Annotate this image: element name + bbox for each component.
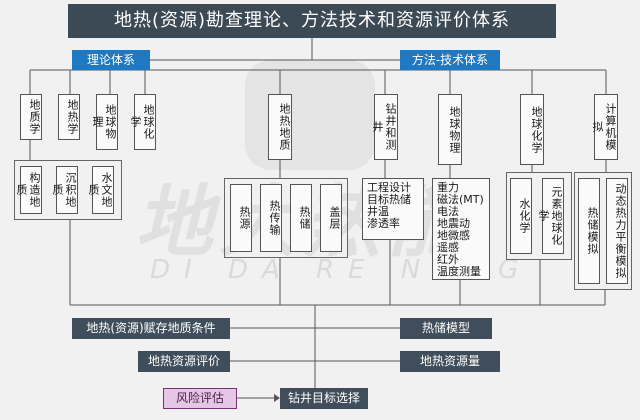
cap-rock: 盖层: [320, 184, 342, 252]
hydrogeology: 水文地质: [87, 166, 114, 214]
geology-sub-panel: [14, 160, 122, 220]
heat-source: 热源: [230, 184, 252, 252]
column-thermal-geology: 地热地质: [268, 94, 292, 160]
column-geophysics-theory: 地球物理: [91, 94, 118, 150]
column-geochemistry-theory: 地球化学: [129, 94, 156, 150]
element-geochemistry: 元素地球化学: [537, 178, 564, 254]
reservoir-simulation: 热储模拟: [578, 178, 600, 284]
thermal-balance-simulation: 动态热力平衡模拟: [606, 178, 628, 284]
page-title: 地热(资源)勘查理论、方法技术和资源评价体系: [68, 4, 556, 38]
thermal-geology-sub-panel: [224, 178, 348, 258]
theory-system-header: 理论体系: [72, 50, 150, 70]
column-drilling-logging: 钻井和测井: [371, 94, 398, 160]
resource-evaluation-box: 地热资源评价: [138, 351, 230, 372]
simulation-sub-panel: [574, 172, 632, 290]
sedimentary-geology: 沉积地质: [51, 166, 78, 214]
column-geochemistry-method: 地球化学: [520, 94, 544, 165]
drilling-detail: 工程设计 目标热储 井温 渗透率: [362, 178, 424, 240]
method-system-header: 方法-技术体系: [400, 50, 500, 70]
geochemistry-sub-panel: [506, 172, 572, 260]
column-computer-simulation: 计算机模拟: [591, 94, 618, 160]
column-geophysics-method: 地球物理: [438, 94, 462, 165]
watermark-logo: [245, 60, 375, 170]
resource-amount-box: 地热资源量: [400, 351, 500, 372]
drilling-target-box: 钻井目标选择: [280, 388, 368, 409]
water-chemistry: 水化学: [510, 178, 532, 254]
geothermal-conditions-box: 地热(资源)赋存地质条件: [72, 318, 230, 339]
geophysics-detail: 重力 磁法(MT) 电法 地震动 地微感 遥感 红外 温度测量: [432, 178, 490, 280]
reservoir-model-box: 热储模型: [400, 318, 492, 339]
column-geothermics: 地热学: [58, 94, 80, 140]
risk-assessment-box: 风险评估: [163, 388, 237, 409]
column-geology: 地质学: [20, 94, 42, 140]
structural-geology: 构造地质: [15, 166, 42, 214]
heat-transfer: 热传输: [260, 184, 282, 252]
heat-reservoir: 热储: [290, 184, 312, 252]
